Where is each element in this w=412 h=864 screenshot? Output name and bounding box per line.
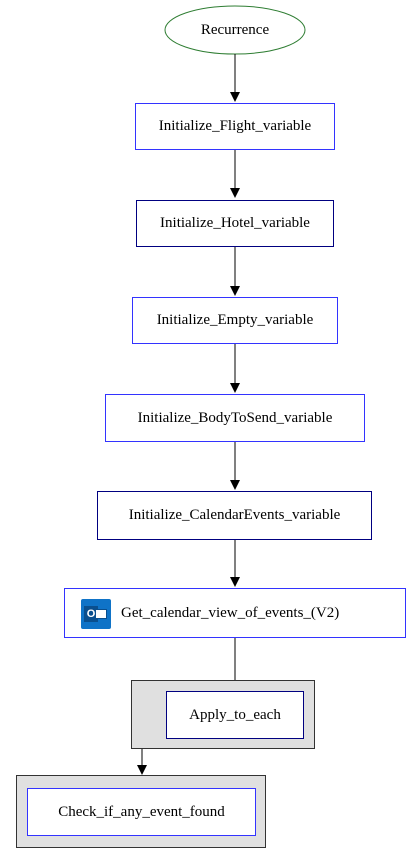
initialize-empty-variable-label: Initialize_Empty_variable	[156, 312, 314, 328]
initialize-flight-variable-node[interactable]: Initialize_Flight_variable	[135, 103, 335, 150]
initialize-hotel-variable-node[interactable]: Initialize_Hotel_variable	[136, 200, 334, 247]
get-calendar-view-label: Get_calendar_view_of_events_(V2)	[121, 604, 340, 621]
check-if-any-event-found-node[interactable]: Check_if_any_event_found	[27, 788, 256, 836]
initialize-hotel-variable-label: Initialize_Hotel_variable	[160, 215, 310, 231]
recurrence-label: Recurrence	[200, 21, 270, 38]
apply-to-each-container: Apply_to_each	[131, 680, 315, 749]
initialize-flight-variable-label: Initialize_Flight_variable	[158, 118, 312, 134]
initialize-calendarevents-variable-label: Initialize_CalendarEvents_variable	[128, 507, 341, 523]
apply-to-each-label: Apply_to_each	[189, 706, 281, 723]
check-event-container: Check_if_any_event_found	[16, 775, 266, 848]
get-calendar-view-label-wrap: Get_calendar_view_of_events_(V2)	[121, 589, 339, 637]
initialize-calendarevents-variable-node[interactable]: Initialize_CalendarEvents_variable	[97, 491, 372, 540]
apply-to-each-node[interactable]: Apply_to_each	[166, 691, 304, 739]
check-if-any-event-found-label: Check_if_any_event_found	[58, 803, 225, 820]
outlook-icon: O	[81, 599, 111, 629]
initialize-empty-variable-node[interactable]: Initialize_Empty_variable	[132, 297, 338, 344]
initialize-bodytosend-variable-label: Initialize_BodyToSend_variable	[137, 409, 333, 426]
initialize-bodytosend-variable-node[interactable]: Initialize_BodyToSend_variable	[105, 394, 365, 442]
get-calendar-view-node[interactable]: O Get_calendar_view_of_events_(V2)	[64, 588, 406, 638]
recurrence-node[interactable]: Recurrence	[165, 6, 305, 54]
